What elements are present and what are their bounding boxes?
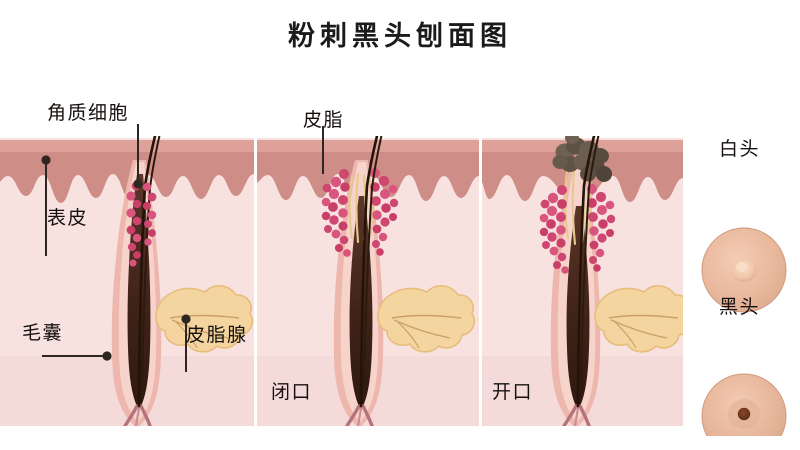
capillary [344,404,361,426]
panel-open-comedo [482,136,683,426]
capillary [361,404,374,426]
label-hair-follicle: 毛囊 [22,323,64,344]
capillary [578,404,591,426]
capillary [573,406,580,426]
label-open-comedo: 开口 [492,382,534,403]
blackhead-photo [701,373,787,436]
panel-normal-follicle [0,136,254,426]
gland-duct-line [614,321,637,349]
label-sebaceous-gland: 皮脂腺 [186,325,248,346]
page-title: 粉刺黑头刨面图 [288,21,512,51]
leader-dot-follicle [102,351,112,361]
hair-shaft [137,136,157,408]
leader-dot-keratinocyte [133,179,143,189]
follicle-shaft-cavity [349,196,373,410]
gland-duct-line [397,321,420,349]
capillary [356,406,363,426]
epidermis-highlight [257,140,479,152]
label-closed-comedo: 闭口 [271,382,313,403]
label-keratinocyte: 角质细胞 [47,103,130,124]
label-sebum: 皮脂 [303,110,345,131]
hair-shaft-secondary [363,136,383,387]
leader-dot-epidermis [41,155,51,165]
hair-shaft-secondary [580,136,600,387]
gland-duct-line [175,321,198,349]
sebaceous-gland [155,285,254,353]
keratin-plug-cluster-left [321,169,351,257]
hair-shaft [576,136,596,408]
capillary [139,404,152,426]
follicle-shaft-cavity [566,206,590,410]
sebaceous-gland [594,285,683,353]
capillary [134,406,141,426]
epidermis-highlight [0,140,254,152]
leader-dot-sebaceous-gland [181,314,191,324]
leader-lines [41,124,324,372]
panel-closed-comedo [257,136,479,426]
epidermis-layer [0,140,254,203]
whitehead-photo [701,227,787,313]
gland-duct-line [169,314,240,319]
capillary [561,404,578,426]
label-whitehead: 白头 [719,139,761,160]
gland-duct-line [391,314,462,319]
blackhead-plug [552,136,612,182]
label-blackhead: 黑头 [719,297,761,318]
capillary [122,404,139,426]
gland-duct-line [608,314,679,319]
hair-shaft [359,136,379,408]
sebaceous-gland [377,285,476,353]
keratin-plug-cluster-left [539,185,569,274]
label-epidermis: 表皮 [47,208,89,229]
acne-cross-section-figure [0,124,787,436]
